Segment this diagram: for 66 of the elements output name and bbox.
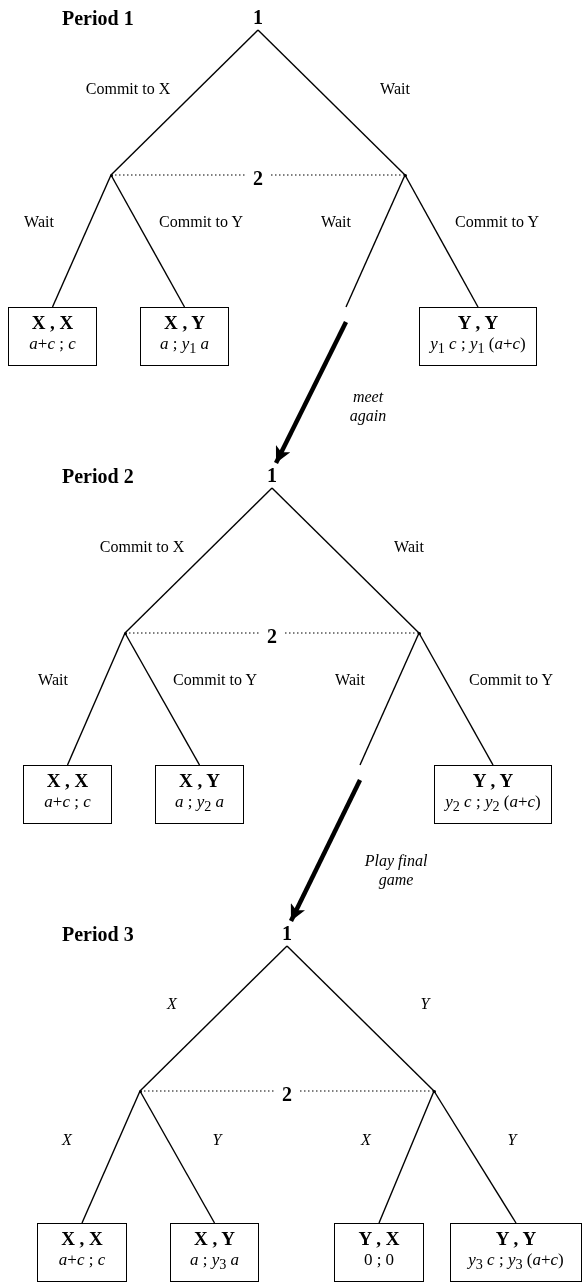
strategy-profile: X , Y: [193, 1228, 236, 1249]
payoff-box: [155, 765, 244, 824]
player-number: 1: [275, 921, 299, 946]
strategy-profile: X , Y: [163, 312, 206, 333]
decision-point: [403, 173, 407, 177]
player-number: 1: [246, 5, 270, 30]
decision-point: [123, 631, 127, 635]
strategy-profile: Y , Y: [456, 312, 500, 333]
strategy-profile: X , Y: [178, 770, 221, 791]
payoff-text: 0 ; 0: [362, 1249, 396, 1271]
branch-line: [124, 632, 201, 766]
payoff-text: a ; y$_{2}$ a: [173, 791, 226, 817]
player-number: 2: [259, 626, 285, 646]
branch-line: [139, 945, 288, 1092]
decision-point: [138, 1089, 142, 1093]
payoff-text: a ; y$_{1}$ a: [158, 333, 211, 359]
strategy-profile: X , X: [45, 770, 90, 791]
decision-point: [432, 1089, 436, 1093]
payoff-box: [334, 1223, 424, 1282]
branch-line: [404, 174, 479, 308]
payoff-text: y$_{3}$ c ; y$_{3}$ (a+c): [466, 1249, 565, 1275]
branch-line: [345, 174, 406, 308]
strategy-profile: Y , X: [357, 1228, 401, 1249]
period-title: Period 1: [62, 6, 134, 30]
decision-point: [417, 631, 421, 635]
payoff-box: [419, 307, 537, 366]
player-number: 1: [260, 463, 284, 488]
payoff-box: [450, 1223, 582, 1282]
transition-arrow: [288, 779, 363, 922]
branch-line: [124, 487, 273, 634]
period-title: Period 3: [62, 922, 134, 946]
branch-line: [359, 632, 420, 766]
edge-label: Play final game: [361, 851, 431, 889]
payoff-box: [37, 1223, 127, 1282]
transition-arrow: [274, 321, 348, 464]
payoff-box: [23, 765, 112, 824]
payoff-box: [170, 1223, 259, 1282]
payoff-text: y$_{1}$ c ; y$_{1}$ (a+c): [428, 333, 527, 359]
branch-line: [271, 487, 420, 634]
strategy-profile: Y , Y: [494, 1228, 538, 1249]
branch-line: [433, 1090, 517, 1224]
payoff-text: a+c ; c: [57, 1249, 107, 1271]
payoff-box: [8, 307, 97, 366]
branch-line: [51, 174, 112, 308]
decision-point: [109, 173, 113, 177]
payoff-box: [140, 307, 229, 366]
payoff-text: a+c ; c: [43, 791, 92, 813]
strategy-profile: X , X: [60, 1228, 104, 1249]
branch-line: [81, 1090, 141, 1224]
branch-line: [418, 632, 494, 766]
payoff-text: a ; y$_{3}$ a: [188, 1249, 241, 1275]
branch-line: [378, 1090, 435, 1224]
branch-line: [286, 945, 435, 1092]
period-title: Period 2: [62, 464, 134, 488]
branch-line: [66, 632, 126, 766]
branch-line: [110, 174, 186, 308]
player-number: 2: [245, 168, 271, 188]
strategy-profile: Y , Y: [471, 770, 515, 791]
payoff-box: [434, 765, 552, 824]
player-number: 2: [274, 1084, 300, 1104]
strategy-profile: X , X: [30, 312, 75, 333]
payoff-text: a+c ; c: [28, 333, 77, 355]
payoff-text: y$_{2}$ c ; y$_{2}$ (a+c): [443, 791, 542, 817]
branch-line: [110, 29, 259, 176]
branch-line: [257, 29, 406, 176]
branch-line: [139, 1090, 216, 1224]
